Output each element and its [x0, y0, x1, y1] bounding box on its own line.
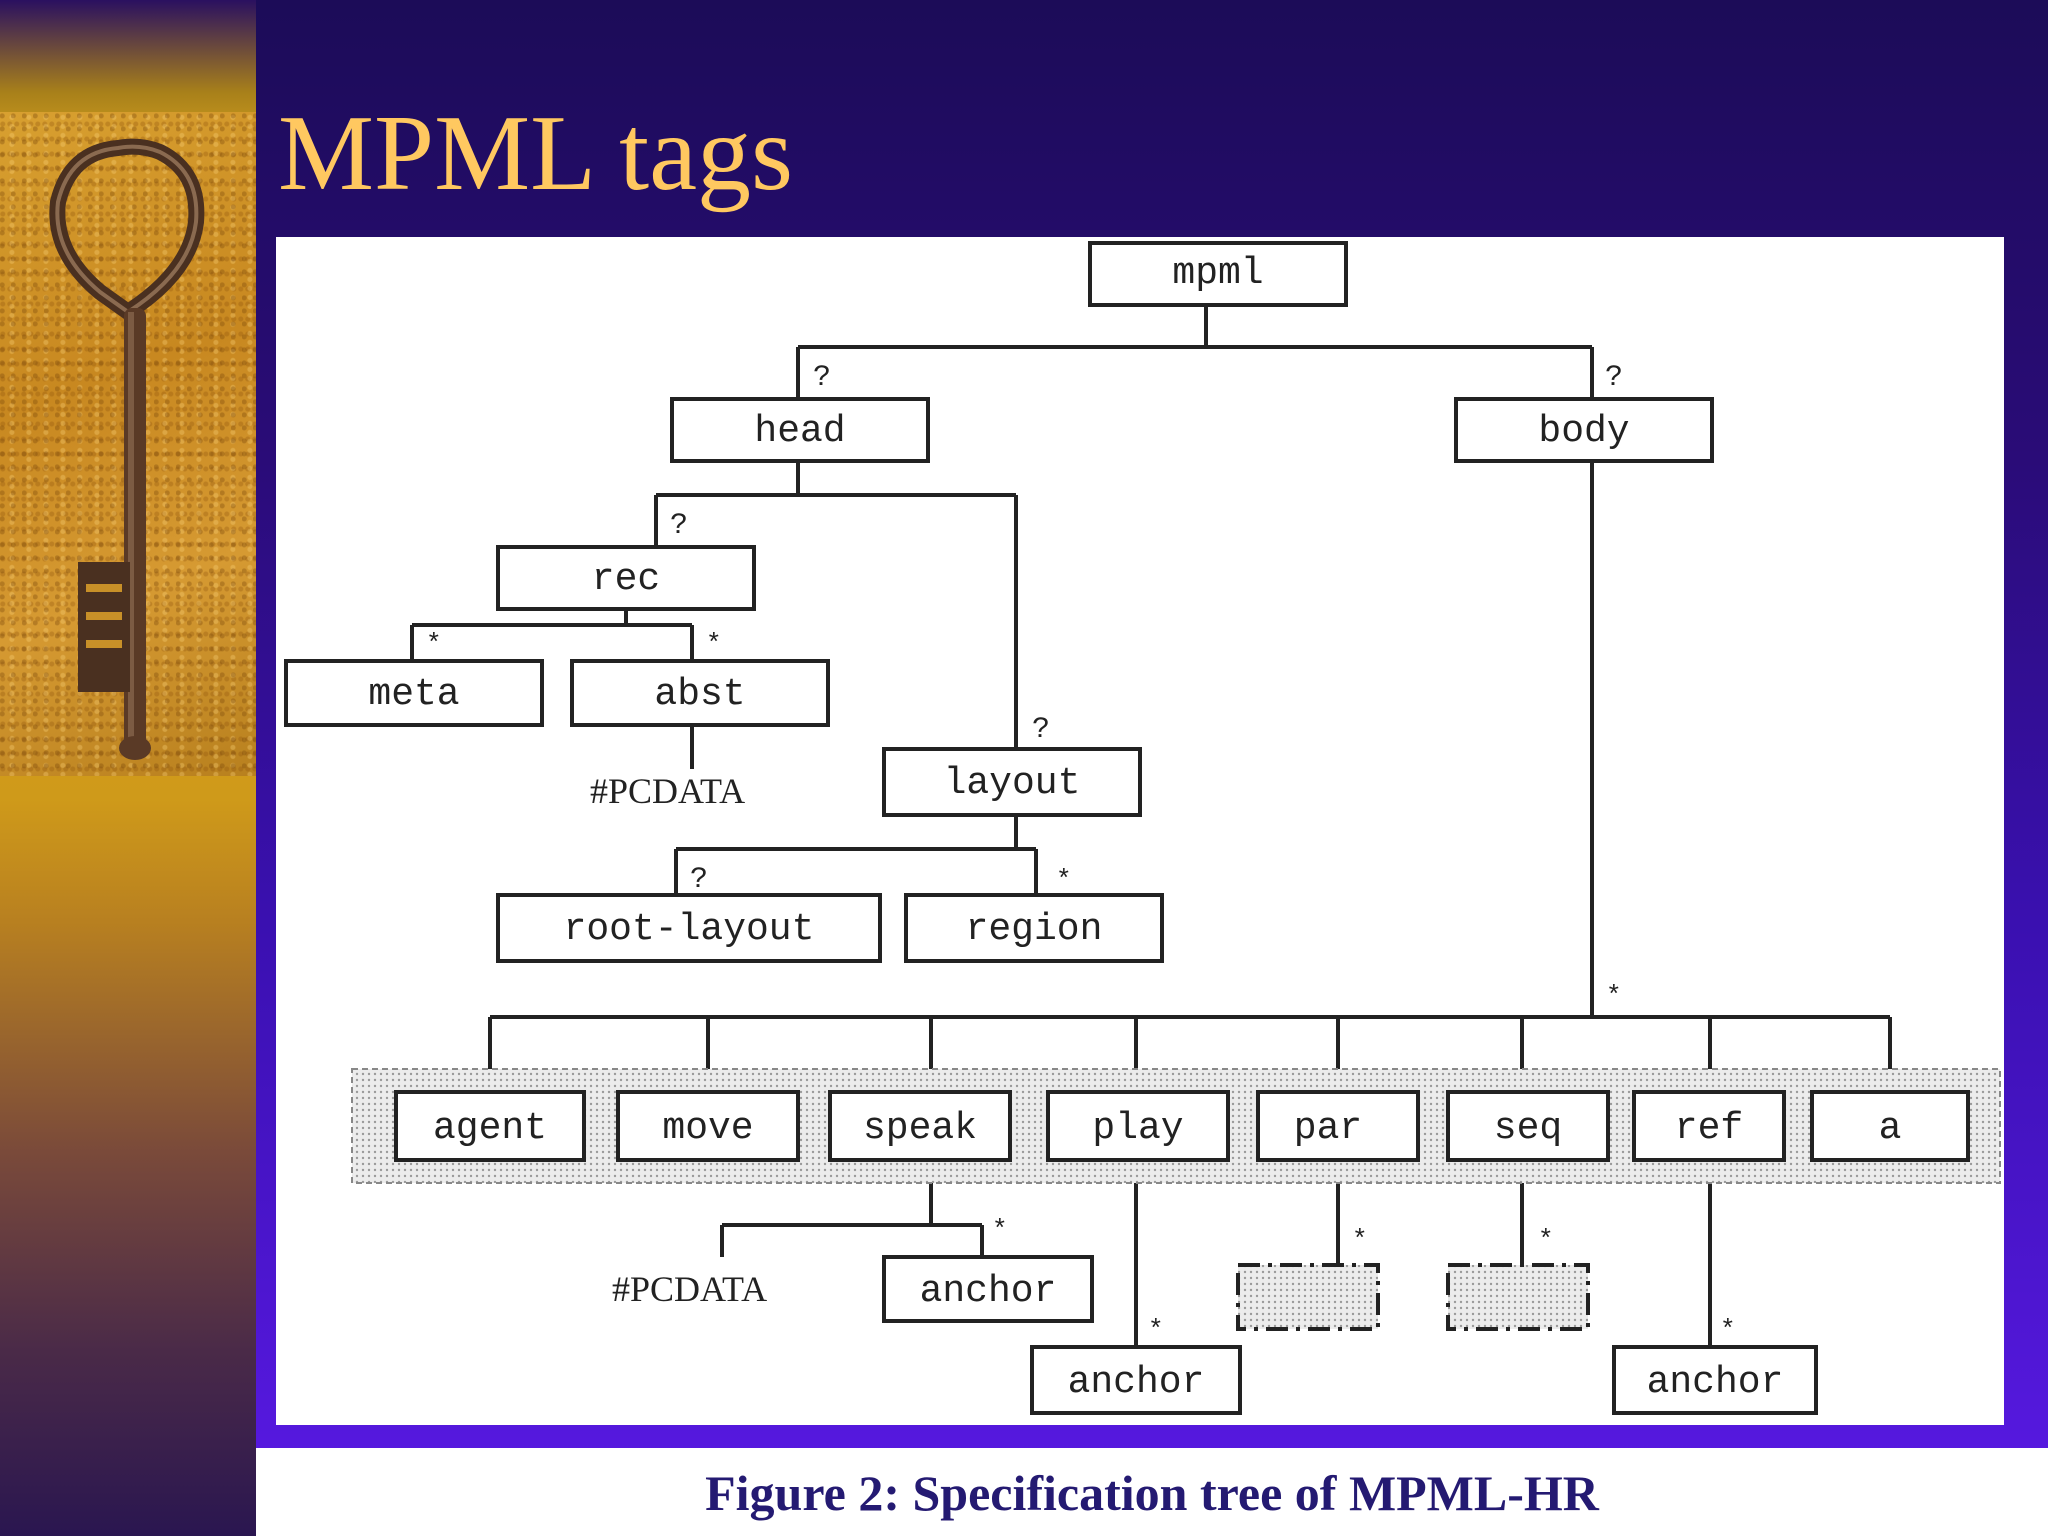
node-a: a	[1810, 1090, 1970, 1162]
marker-star: *	[1606, 981, 1622, 1011]
node-play-anchor: anchor	[1030, 1345, 1242, 1415]
node-ref: ref	[1632, 1090, 1786, 1162]
caption-bar: Figure 2: Specification tree of MPML-HR	[256, 1448, 2048, 1536]
node-move: move	[616, 1090, 800, 1162]
node-label: anchor	[920, 1270, 1057, 1313]
marker-star: *	[1056, 865, 1072, 895]
pcdata-label: #PCDATA	[612, 1269, 767, 1309]
node-layout: layout	[882, 747, 1142, 817]
marker-star: *	[992, 1215, 1008, 1245]
marker-star: *	[426, 629, 442, 659]
node-label: par	[1294, 1107, 1362, 1150]
node-label: rec	[592, 558, 660, 601]
node-label: move	[662, 1107, 753, 1150]
marker-optional: ?	[1032, 713, 1050, 747]
node-rec: rec	[496, 545, 756, 611]
marker-star: *	[1148, 1315, 1164, 1345]
marker-star: *	[1720, 1315, 1736, 1345]
node-speak-anchor: anchor	[882, 1255, 1094, 1323]
marker-optional: ?	[670, 509, 688, 543]
node-label: a	[1879, 1107, 1902, 1150]
pcdata-label: #PCDATA	[590, 771, 745, 811]
node-label: anchor	[1647, 1361, 1784, 1404]
marker-optional: ?	[1605, 361, 1623, 395]
node-meta: meta	[284, 659, 544, 727]
marker-star: *	[1352, 1225, 1368, 1255]
specification-tree-diagram: mpml ? ? head body ? rec * * meta abst #…	[284, 241, 2001, 1415]
node-region: region	[904, 893, 1164, 963]
node-label: seq	[1494, 1107, 1562, 1150]
key-icon	[49, 138, 205, 760]
slide-title: MPML tags	[278, 94, 794, 213]
node-play: play	[1046, 1090, 1230, 1162]
node-label: region	[966, 908, 1103, 951]
node-abst: abst	[570, 659, 830, 727]
node-label: speak	[863, 1107, 977, 1150]
node-label: mpml	[1172, 252, 1263, 295]
key-photo	[0, 112, 256, 776]
figure-caption: Figure 2: Specification tree of MPML-HR	[705, 1465, 1599, 1521]
node-label: root-layout	[564, 908, 815, 951]
node-label: ref	[1675, 1107, 1743, 1150]
marker-optional: ?	[690, 863, 708, 897]
node-label: body	[1538, 410, 1629, 453]
seq-child-placeholder	[1446, 1263, 1590, 1331]
node-head: head	[670, 397, 930, 463]
node-root-layout: root-layout	[496, 893, 882, 963]
node-label: abst	[654, 673, 745, 716]
marker-star: *	[1538, 1225, 1554, 1255]
par-child-placeholder	[1236, 1263, 1380, 1331]
node-ref-anchor: anchor	[1612, 1345, 1818, 1415]
diagram-panel: mpml ? ? head body ? rec * * meta abst #…	[276, 237, 2004, 1425]
node-label: agent	[433, 1107, 547, 1150]
node-body: body	[1454, 397, 1714, 463]
marker-optional: ?	[813, 361, 831, 395]
node-par: par	[1256, 1090, 1420, 1162]
node-label: layout	[944, 762, 1081, 805]
node-mpml: mpml	[1088, 241, 1348, 307]
node-seq: seq	[1446, 1090, 1610, 1162]
node-label: meta	[368, 673, 459, 716]
node-agent: agent	[394, 1090, 586, 1162]
tree-connectors	[410, 301, 1892, 1351]
node-label: play	[1092, 1107, 1183, 1150]
node-label: head	[754, 410, 845, 453]
node-speak: speak	[828, 1090, 1012, 1162]
marker-star: *	[706, 629, 722, 659]
node-label: anchor	[1068, 1361, 1205, 1404]
